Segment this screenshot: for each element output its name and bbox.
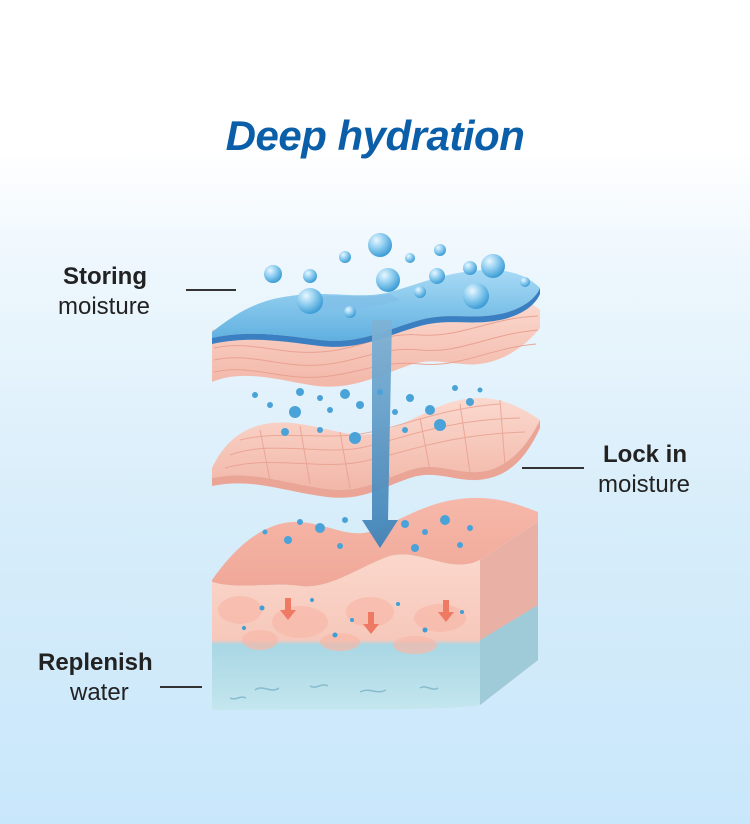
storing-label-bold: Storing — [63, 263, 147, 290]
down-arrow-icon — [362, 320, 398, 548]
skin-block-layer — [212, 497, 538, 710]
storing-leader-line — [186, 289, 236, 291]
replenish-label-normal: water — [70, 679, 129, 706]
water-bubble-icon — [264, 233, 530, 318]
replenish-label-bold: Replenish — [38, 649, 153, 676]
water-droplets — [252, 385, 483, 552]
storing-label-normal: moisture — [58, 293, 151, 320]
lock-label-bold: Lock in — [603, 441, 688, 468]
lock-leader-line — [522, 467, 584, 469]
replenish-leader-line — [160, 686, 202, 688]
storing-moisture-label: Storing moisture — [58, 262, 150, 322]
lock-in-moisture-label: Lock in moisture — [598, 440, 690, 500]
page-title: Deep hydration — [225, 112, 525, 159]
lock-label-normal: moisture — [598, 471, 691, 498]
replenish-water-label: Replenish water — [38, 648, 153, 708]
